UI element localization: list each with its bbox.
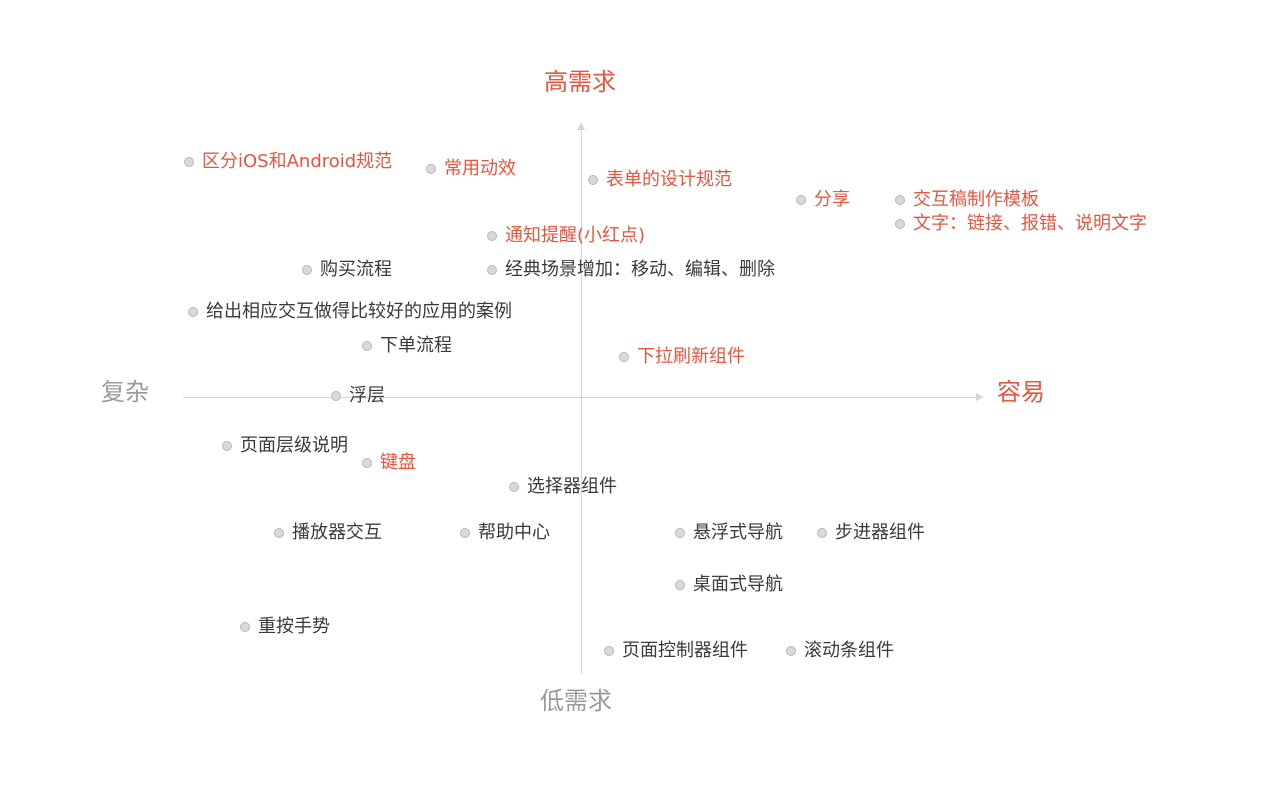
item-label: 下拉刷新组件: [637, 346, 745, 367]
axis-label-high-demand: 高需求: [544, 68, 616, 96]
item-label: 交互稿制作模板: [913, 189, 1039, 210]
item-label: 区分iOS和Android规范: [202, 151, 393, 172]
matrix-item: 给出相应交互做得比较好的应用的案例: [188, 301, 512, 323]
matrix-item: 页面控制器组件: [604, 640, 748, 662]
item-dot: [895, 195, 905, 205]
item-dot: [302, 265, 312, 275]
item-dot: [222, 441, 232, 451]
matrix-item: 选择器组件: [509, 476, 617, 498]
item-label: 文字：链接、报错、说明文字: [913, 213, 1147, 234]
item-dot: [619, 352, 629, 362]
item-dot: [817, 528, 827, 538]
item-dot: [509, 482, 519, 492]
item-dot: [604, 646, 614, 656]
matrix-item: 重按手势: [240, 616, 330, 638]
item-label: 选择器组件: [527, 476, 617, 497]
matrix-item: 经典场景增加：移动、编辑、删除: [487, 259, 775, 281]
item-dot: [274, 528, 284, 538]
matrix-item: 下拉刷新组件: [619, 346, 745, 368]
item-label: 通知提醒(小红点): [505, 225, 646, 246]
item-dot: [675, 528, 685, 538]
item-label: 表单的设计规范: [606, 169, 732, 190]
item-label: 常用动效: [444, 158, 516, 179]
matrix-item: 播放器交互: [274, 522, 382, 544]
item-label: 步进器组件: [835, 522, 925, 543]
matrix-item: 交互稿制作模板: [895, 189, 1039, 211]
item-label: 悬浮式导航: [693, 522, 783, 543]
item-dot: [188, 307, 198, 317]
matrix-item: 页面层级说明: [222, 435, 348, 457]
matrix-item: 区分iOS和Android规范: [184, 151, 392, 173]
matrix-item: 表单的设计规范: [588, 169, 732, 191]
item-dot: [240, 622, 250, 632]
axis-arrow-up: [577, 122, 585, 130]
matrix-item: 下单流程: [362, 335, 452, 357]
item-dot: [184, 157, 194, 167]
matrix-item: 键盘: [362, 452, 416, 474]
item-label: 播放器交互: [292, 522, 382, 543]
item-dot: [331, 391, 341, 401]
item-label: 页面层级说明: [240, 435, 348, 456]
item-dot: [426, 164, 436, 174]
item-label: 键盘: [380, 452, 416, 473]
axis-label-easy: 容易: [997, 378, 1045, 406]
axis-label-low-demand: 低需求: [540, 687, 612, 715]
item-label: 经典场景增加：移动、编辑、删除: [505, 259, 775, 280]
matrix-item: 悬浮式导航: [675, 522, 783, 544]
item-dot: [487, 231, 497, 241]
item-label: 重按手势: [258, 616, 330, 637]
matrix-item: 常用动效: [426, 158, 516, 180]
horizontal-axis: [183, 397, 978, 398]
item-dot: [895, 219, 905, 229]
item-label: 分享: [814, 189, 850, 210]
item-dot: [796, 195, 806, 205]
matrix-item: 步进器组件: [817, 522, 925, 544]
matrix-item: 文字：链接、报错、说明文字: [895, 213, 1147, 235]
item-label: 桌面式导航: [693, 574, 783, 595]
axis-label-complex: 复杂: [101, 378, 149, 406]
matrix-item: 购买流程: [302, 259, 392, 281]
matrix-item: 分享: [796, 189, 850, 211]
item-label: 购买流程: [320, 259, 392, 280]
item-dot: [675, 580, 685, 590]
item-label: 帮助中心: [478, 522, 550, 543]
vertical-axis: [581, 128, 582, 674]
matrix-item: 通知提醒(小红点): [487, 225, 645, 247]
item-dot: [588, 175, 598, 185]
matrix-item: 帮助中心: [460, 522, 550, 544]
axis-arrow-right: [976, 393, 984, 401]
item-label: 浮层: [349, 385, 385, 406]
item-dot: [362, 458, 372, 468]
matrix-item: 滚动条组件: [786, 640, 894, 662]
item-label: 页面控制器组件: [622, 640, 748, 661]
item-label: 给出相应交互做得比较好的应用的案例: [206, 301, 512, 322]
item-dot: [362, 341, 372, 351]
matrix-item: 桌面式导航: [675, 574, 783, 596]
matrix-item: 浮层: [331, 385, 385, 407]
item-dot: [786, 646, 796, 656]
item-dot: [487, 265, 497, 275]
item-label: 下单流程: [380, 335, 452, 356]
item-dot: [460, 528, 470, 538]
item-label: 滚动条组件: [804, 640, 894, 661]
